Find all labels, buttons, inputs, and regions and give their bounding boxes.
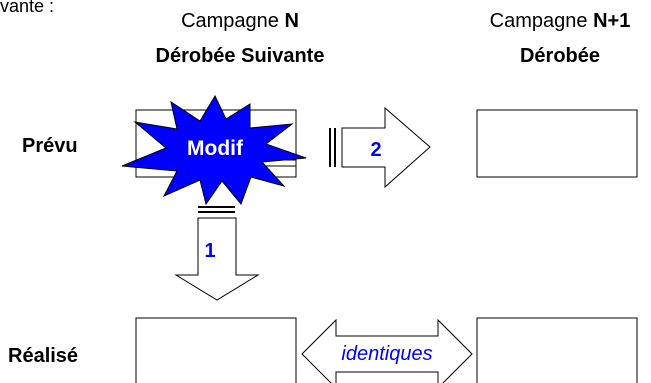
col2-header-prefix: Campagne [489,10,594,32]
arrow-down-1-label: 1 [204,240,215,262]
col1-header-line2: Dérobée Suivante [155,45,325,67]
planned-n1-box [476,109,638,178]
double-arrow-identiques [301,318,473,383]
col2-header-line2: Dérobée [519,45,601,67]
col2-header-bold: N+1 [593,10,631,32]
actual-n-box [135,317,297,383]
col1-header-line1: Campagne N [140,10,340,33]
row-label-planned: Prévu [22,135,78,157]
actual-n1-box [476,317,638,383]
arrow-right-2-label: 2 [370,139,381,161]
modif-burst-label: Modif [187,137,244,160]
col1-header-prefix: Campagne [181,10,285,32]
col1-header-bold: N [284,10,299,32]
double-arrow-label: identiques [341,343,432,365]
row-label-actual: Réalisé [8,345,79,367]
arrow-down-1 [174,206,260,301]
modif-burst-shape [121,94,307,206]
arrow-right-2 [329,106,431,189]
col2-header-line1: Campagne N+1 [460,10,651,33]
top-left-fragment: vante : [0,0,55,16]
